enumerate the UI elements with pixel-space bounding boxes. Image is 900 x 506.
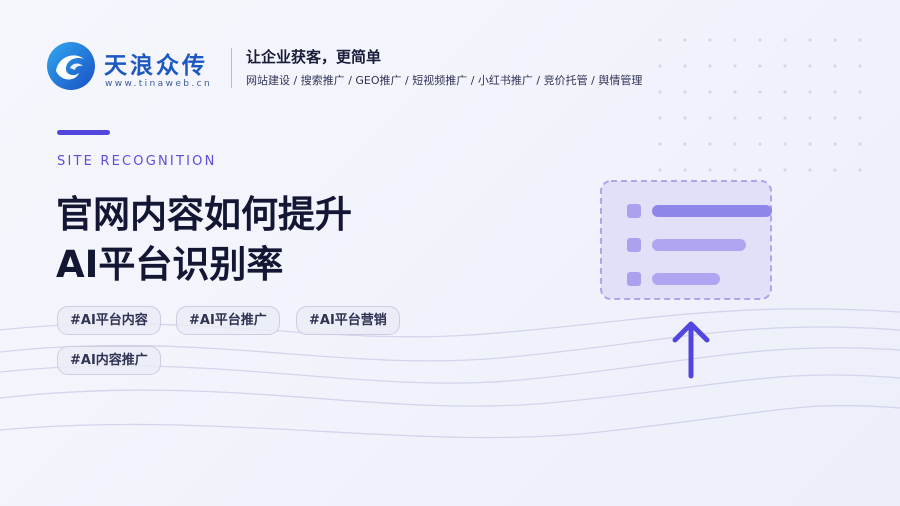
grid-dot xyxy=(658,38,662,42)
grid-dot xyxy=(658,142,662,146)
grid-dot xyxy=(808,168,812,172)
grid-dot xyxy=(858,142,862,146)
tag-ai-platform-marketing: #AI平台营销 xyxy=(296,306,400,335)
grid-dot xyxy=(858,90,862,94)
grid-dot xyxy=(733,38,737,42)
tag-ai-platform-content: #AI平台内容 xyxy=(57,306,161,335)
grid-dot xyxy=(758,90,762,94)
dot-grid-decoration xyxy=(658,38,862,172)
grid-dot xyxy=(833,90,837,94)
grid-dot xyxy=(783,116,787,120)
grid-dot xyxy=(808,38,812,42)
accent-bar xyxy=(57,130,110,135)
brand-url: www.tinaweb.cn xyxy=(105,79,213,89)
grid-dot xyxy=(683,38,687,42)
grid-dot xyxy=(758,64,762,68)
title-line-1: 官网内容如何提升 xyxy=(56,193,352,236)
grid-dot xyxy=(858,64,862,68)
grid-dot xyxy=(733,168,737,172)
illustration xyxy=(600,180,772,379)
services-list: 网站建设 / 搜索推广 / GEO推广 / 短视频推广 / 小红书推广 / 竞价… xyxy=(246,74,643,87)
grid-dot xyxy=(708,64,712,68)
slogan: 让企业获客，更简单 xyxy=(246,48,382,66)
grid-dot xyxy=(808,116,812,120)
grid-dot xyxy=(658,64,662,68)
grid-dot xyxy=(808,90,812,94)
eyebrow-label: SITE RECOGNITION xyxy=(57,154,217,169)
grid-dot xyxy=(683,116,687,120)
arrow-up-icon xyxy=(672,321,710,379)
grid-dot xyxy=(833,142,837,146)
document-list-icon xyxy=(600,180,772,300)
grid-dot xyxy=(758,38,762,42)
grid-dot xyxy=(783,142,787,146)
grid-dot xyxy=(733,142,737,146)
grid-dot xyxy=(708,168,712,172)
page-title: 官网内容如何提升 AI平台识别率 xyxy=(56,190,352,290)
grid-dot xyxy=(683,142,687,146)
grid-dot xyxy=(808,64,812,68)
grid-dot xyxy=(683,64,687,68)
grid-dot xyxy=(658,168,662,172)
header-divider xyxy=(231,48,232,88)
grid-dot xyxy=(783,38,787,42)
grid-dot xyxy=(858,38,862,42)
grid-dot xyxy=(783,64,787,68)
grid-dot xyxy=(708,38,712,42)
grid-dot xyxy=(783,168,787,172)
grid-dot xyxy=(758,116,762,120)
grid-dot xyxy=(708,90,712,94)
grid-dot xyxy=(858,116,862,120)
title-line-2: AI平台识别率 xyxy=(56,243,284,286)
grid-dot xyxy=(708,142,712,146)
tag-ai-platform-promotion: #AI平台推广 xyxy=(176,306,280,335)
grid-dot xyxy=(733,116,737,120)
grid-dot xyxy=(833,168,837,172)
grid-dot xyxy=(733,64,737,68)
grid-dot xyxy=(708,116,712,120)
grid-dot xyxy=(858,168,862,172)
grid-dot xyxy=(833,116,837,120)
grid-dot xyxy=(783,90,787,94)
grid-dot xyxy=(833,38,837,42)
logo-icon xyxy=(47,42,95,90)
grid-dot xyxy=(808,142,812,146)
grid-dot xyxy=(683,90,687,94)
grid-dot xyxy=(733,90,737,94)
grid-dot xyxy=(758,142,762,146)
brand-name: 天浪众传 xyxy=(104,53,208,79)
grid-dot xyxy=(658,90,662,94)
grid-dot xyxy=(658,116,662,120)
grid-dot xyxy=(758,168,762,172)
tag-ai-content-promotion: #AI内容推广 xyxy=(57,346,161,375)
grid-dot xyxy=(833,64,837,68)
grid-dot xyxy=(683,168,687,172)
